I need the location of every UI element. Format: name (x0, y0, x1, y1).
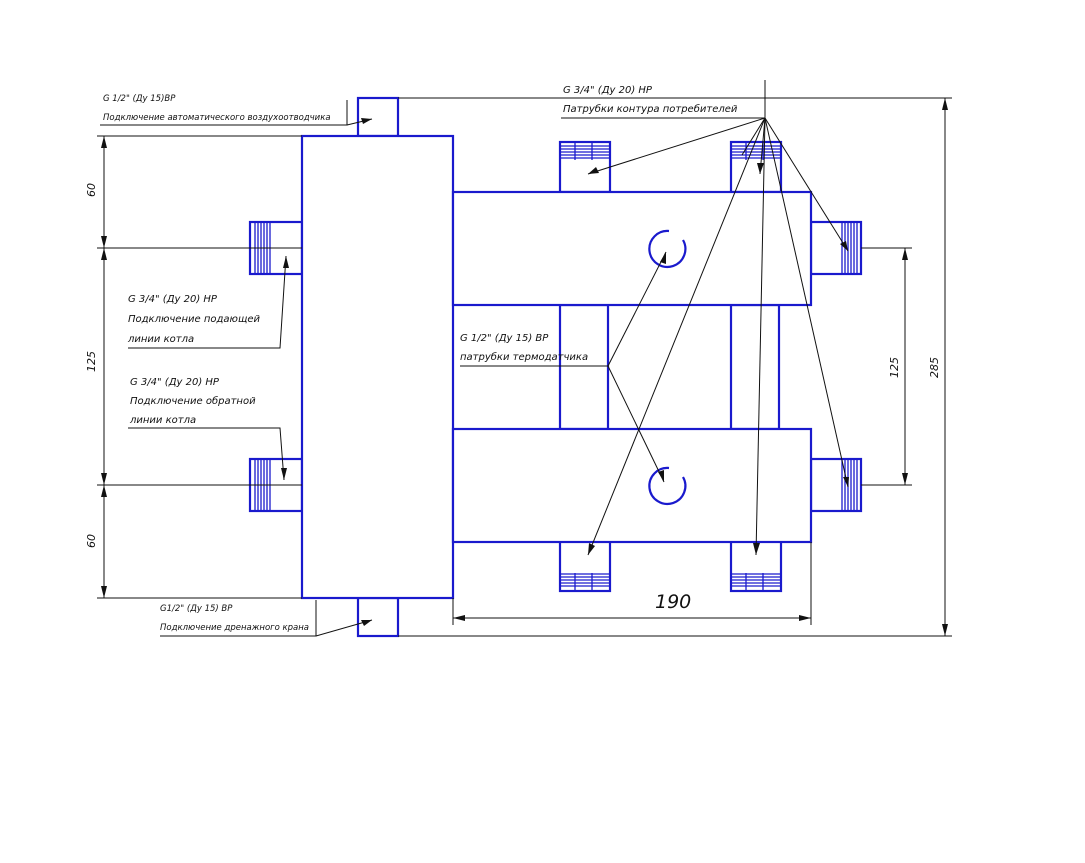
sensor-socket-top (648, 229, 687, 269)
connector-tube-2 (729, 303, 781, 431)
leader-lines (100, 80, 849, 637)
sensor-socket-bottom (648, 466, 687, 506)
right-nozzle-top (809, 220, 863, 276)
drain-thread-label: G1/2" (Ду 15) ВР (160, 604, 233, 614)
air-vent-nozzle (356, 96, 400, 138)
consumer-nozzle-bottom-1 (558, 539, 612, 593)
sensor-desc-label: патрубки термодатчика (460, 351, 588, 363)
drain-desc-label: Подключение дренажного крана (160, 623, 309, 633)
dim-middle-left: 125 (85, 351, 98, 372)
dim-width: 190 (655, 591, 691, 613)
return-thread-label: G 3/4" (Ду 20) НР (130, 377, 220, 388)
dim-bottom-left: 60 (85, 534, 98, 548)
leader-arrowheads (281, 118, 849, 626)
consumer-nozzle-top-1 (558, 140, 612, 194)
return-desc-label-2: линии котла (129, 415, 196, 426)
consumer-nozzle-top-2 (729, 140, 783, 194)
dimension-arrows (101, 98, 948, 636)
right-nozzle-bottom (809, 457, 863, 513)
vertical-column (300, 134, 455, 600)
separator-body (248, 96, 863, 638)
supply-thread-label: G 3/4" (Ду 20) НР (128, 294, 218, 305)
connector-tube-1 (558, 303, 610, 431)
return-desc-label-1: Подключение обратной (130, 395, 256, 407)
air-vent-desc-label: Подключение автоматического воздухоотвод… (103, 113, 331, 123)
consumer-nozzle-bottom-2 (729, 539, 783, 593)
supply-desc-label-2: линии котла (127, 334, 194, 345)
consumer-desc-label: Патрубки контура потребителей (563, 103, 738, 115)
dim-top-left: 60 (85, 183, 98, 197)
dim-overall-height: 285 (928, 357, 941, 378)
upper-manifold (451, 190, 813, 307)
dim-right-spacing: 125 (888, 357, 901, 378)
lower-manifold (451, 427, 813, 544)
consumer-thread-label: G 3/4" (Ду 20) НР (563, 85, 653, 96)
supply-desc-label-1: Подключение подающей (128, 314, 261, 325)
dimension-lines (97, 97, 952, 637)
air-vent-thread-label: G 1/2" (Ду 15)ВР (103, 94, 176, 104)
sensor-thread-label: G 1/2" (Ду 15) ВР (460, 333, 549, 344)
drain-nozzle (356, 596, 400, 638)
